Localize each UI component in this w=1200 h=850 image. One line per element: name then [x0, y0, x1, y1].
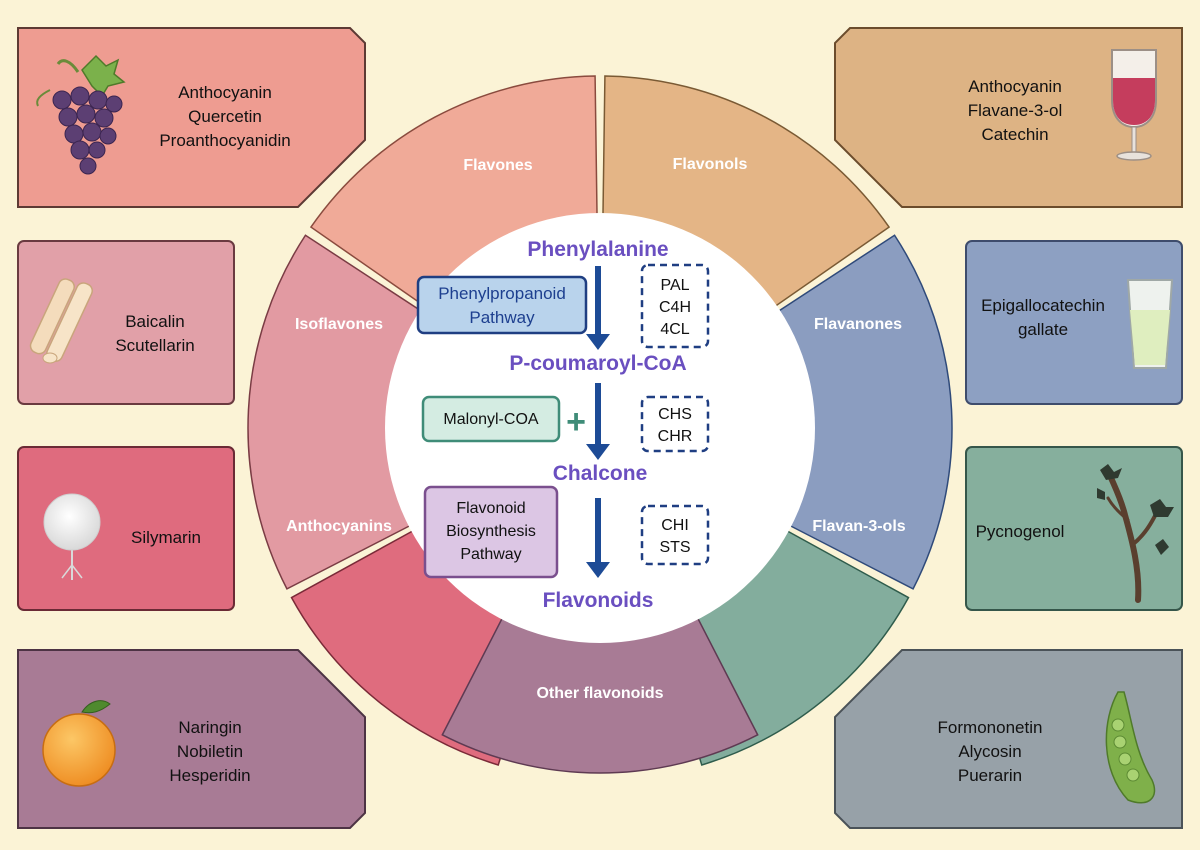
enzyme-sts: STS [659, 539, 690, 556]
card-tea: Epigallocatechin gallate [965, 240, 1183, 405]
arrow-1-head [586, 334, 610, 350]
chalcone-label: Chalcone [553, 462, 648, 485]
flavonoid-biosynthesis-box: Flavonoid Biosynthesis Pathway [423, 485, 559, 579]
orange-icon [42, 700, 116, 787]
flavonoid-biosynthesis-line-3: Pathway [460, 546, 521, 563]
wine-compound-3: Catechin [981, 125, 1048, 144]
enzyme-4cl: 4CL [660, 321, 689, 338]
phenylpropanoid-line-2: Pathway [469, 308, 535, 327]
flavonoid-biosynthesis-line-2: Biosynthesis [446, 523, 536, 540]
card-milk-thistle: Silymarin [17, 446, 235, 611]
scutellaria-compound-1: Baicalin [125, 312, 185, 331]
arrow-2-head [586, 444, 610, 460]
enzyme-box-2: CHS CHR [640, 395, 710, 453]
segment-label-flavones: Flavones [463, 157, 532, 174]
milk-thistle-compound: Silymarin [131, 528, 201, 547]
enzyme-chr: CHR [658, 428, 693, 445]
card-pea: Formononetin Alycosin Puerarin [834, 649, 1183, 829]
orange-compound-3: Hesperidin [169, 766, 250, 785]
pine-bark-icon [1097, 464, 1174, 603]
malonyl-coa-label: Malonyl-COA [443, 411, 538, 428]
orange-compound-1: Naringin [178, 718, 241, 737]
enzyme-pal: PAL [660, 277, 689, 294]
pea-compound-1: Formononetin [938, 718, 1043, 737]
tea-glass-icon [1126, 279, 1174, 369]
grapes-compound-1: Anthocyanin [178, 83, 272, 102]
tea-compound-2: gallate [1018, 320, 1068, 339]
flavonoids-label: Flavonoids [543, 589, 654, 612]
card-scutellaria: Baicalin Scutellarin [17, 240, 235, 405]
segment-label-flavonols: Flavonols [673, 156, 748, 173]
enzyme-c4h: C4H [659, 299, 691, 316]
enzyme-chi: CHI [661, 517, 689, 534]
malonyl-coa-box: Malonyl-COA [421, 395, 561, 443]
pea-compound-2: Alycosin [958, 742, 1021, 761]
segment-label-flavan3ols: Flavan-3-ols [812, 518, 905, 535]
segment-label-other: Other flavonoids [536, 685, 663, 702]
arrow-3-head [586, 562, 610, 578]
phenylpropanoid-pathway-box: Phenylpropanoid Pathway [416, 275, 588, 335]
card-wine: Anthocyanin Flavane-3-ol Catechin [834, 27, 1183, 208]
card-grapes: Anthocyanin Quercetin Proanthocyanidin [17, 27, 366, 208]
coumaroyl-coa-label: P-coumaroyl-CoA [509, 352, 686, 375]
enzyme-box-3: CHI STS [640, 504, 710, 566]
card-orange: Naringin Nobiletin Hesperidin [17, 649, 366, 829]
phenylalanine-label: Phenylalanine [527, 238, 668, 261]
milk-thistle-icon [43, 493, 101, 580]
pea-compound-3: Puerarin [958, 766, 1022, 785]
wine-compound-2: Flavane-3-ol [968, 101, 1063, 120]
segment-label-anthocyanins: Anthocyanins [286, 518, 392, 535]
wine-compound-1: Anthocyanin [968, 77, 1062, 96]
grapes-compound-2: Quercetin [188, 107, 262, 126]
orange-compound-2: Nobiletin [177, 742, 243, 761]
flavonoid-biosynthesis-line-1: Flavonoid [456, 500, 525, 517]
tea-compound-1: Epigallocatechin [981, 296, 1105, 315]
plus-sign: + [566, 403, 586, 441]
card-pine: Pycnogenol [965, 446, 1183, 611]
phenylpropanoid-line-1: Phenylpropanoid [438, 284, 566, 303]
enzyme-box-1: PAL C4H 4CL [640, 263, 710, 349]
grapes-icon [36, 54, 126, 175]
enzyme-chs: CHS [658, 406, 692, 423]
pea-pod-icon [1105, 691, 1156, 804]
wine-glass-icon [1111, 49, 1157, 161]
segment-label-flavanones: Flavanones [814, 316, 902, 333]
pine-compound: Pycnogenol [976, 522, 1065, 541]
root-slices-icon [29, 278, 93, 364]
grapes-compound-3: Proanthocyanidin [159, 131, 290, 150]
scutellaria-compound-2: Scutellarin [115, 336, 194, 355]
pathway-arrows [586, 266, 610, 578]
segment-label-isoflavones: Isoflavones [295, 316, 383, 333]
